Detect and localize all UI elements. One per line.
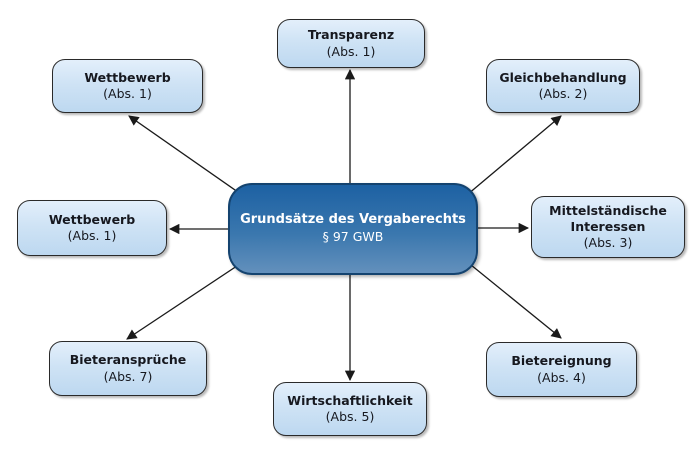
center-node-subtitle: § 97 GWB bbox=[322, 229, 384, 245]
node-bietereignung: Bietereignung (Abs. 4) bbox=[486, 342, 637, 397]
node-wettbewerb-left: Wettbewerb (Abs. 1) bbox=[17, 200, 167, 256]
node-grundsaetze-des-vergaberechts: Grundsätze des Vergaberechts § 97 GWB bbox=[228, 183, 478, 275]
node-subtitle: (Abs. 5) bbox=[325, 409, 375, 424]
node-subtitle: (Abs. 4) bbox=[537, 369, 586, 385]
node-title: Bieteransprüche bbox=[69, 352, 187, 368]
node-bieteransprueche: Bieteransprüche (Abs. 7) bbox=[49, 341, 207, 396]
node-mittelstaendische-interessen: Mittelständische Interessen (Abs. 3) bbox=[531, 196, 685, 258]
arrow-center-to-bietereignung bbox=[454, 251, 562, 339]
node-subtitle: (Abs. 7) bbox=[103, 368, 153, 384]
node-wettbewerb-upper: Wettbewerb (Abs. 1) bbox=[52, 59, 203, 113]
node-gleichbehandlung: Gleichbehandlung (Abs. 2) bbox=[486, 59, 640, 113]
node-title: Transparenz bbox=[307, 27, 395, 43]
center-node-title: Grundsätze des Vergaberechts bbox=[240, 212, 466, 228]
node-title: Wettbewerb bbox=[84, 69, 171, 85]
node-wirtschaftlichkeit: Wirtschaftlichkeit (Abs. 5) bbox=[273, 382, 427, 436]
node-subtitle: (Abs. 1) bbox=[103, 86, 152, 101]
node-transparenz: Transparenz (Abs. 1) bbox=[277, 19, 425, 68]
node-subtitle: (Abs. 1) bbox=[326, 43, 376, 59]
node-title: Bietereignung bbox=[511, 353, 612, 369]
node-title: Mittelständische Interessen bbox=[549, 202, 667, 234]
node-subtitle: (Abs. 2) bbox=[538, 86, 588, 101]
node-title: Wirtschaftlichkeit bbox=[287, 392, 413, 408]
node-title: Wettbewerb bbox=[48, 211, 136, 227]
arrow-center-to-gleichbehandlung bbox=[454, 115, 562, 206]
node-title: Gleichbehandlung bbox=[499, 69, 627, 85]
node-subtitle: (Abs. 1) bbox=[67, 228, 117, 243]
node-subtitle: (Abs. 3) bbox=[583, 235, 633, 251]
